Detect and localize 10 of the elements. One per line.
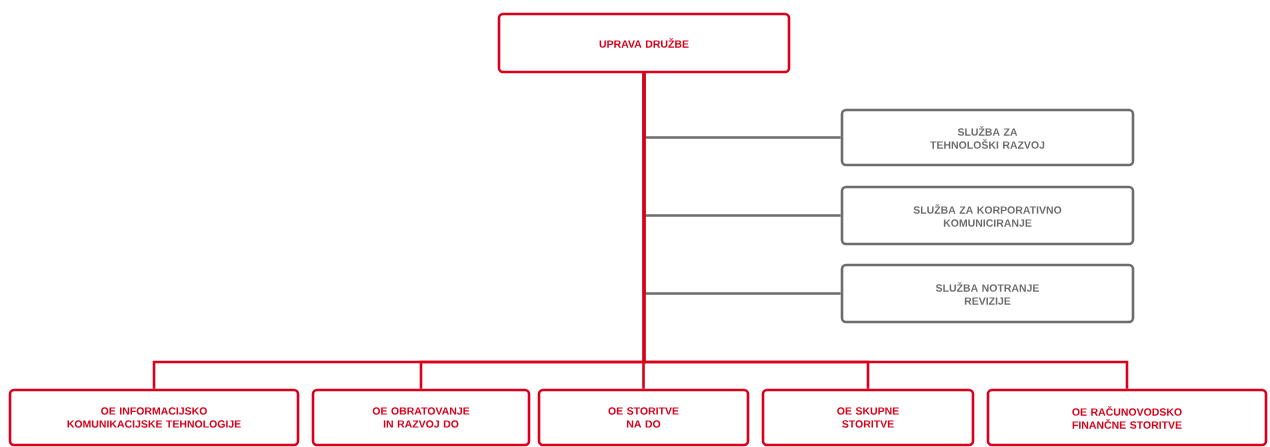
connector-line bbox=[642, 73, 1129, 389]
service-box: SLUŽBA NOTRANJE REVIZIJE bbox=[840, 263, 1135, 324]
unit-box: OE INFORMACIJSKO KOMUNIKACIJSKE TEHNOLOGIJE bbox=[8, 388, 300, 447]
unit-box: OE OBRATOVANJE IN RAZVOJ DO bbox=[311, 388, 531, 447]
leader-box: UPRAVA DRUŽBE bbox=[497, 12, 791, 74]
unit-box: OE SKUPNE STORITVE bbox=[761, 388, 975, 447]
unit-box: OE RAČUNOVODSKO FINANČNE STORITVE bbox=[986, 388, 1268, 447]
service-box: SLUŽBA ZA TEHNOLOŠKI RAZVOJ bbox=[840, 108, 1135, 167]
unit-box: OE STORITVE NA DO bbox=[537, 388, 750, 447]
service-box: SLUŽBA ZA KORPORATIVNO KOMUNICIRANJE bbox=[840, 185, 1135, 246]
